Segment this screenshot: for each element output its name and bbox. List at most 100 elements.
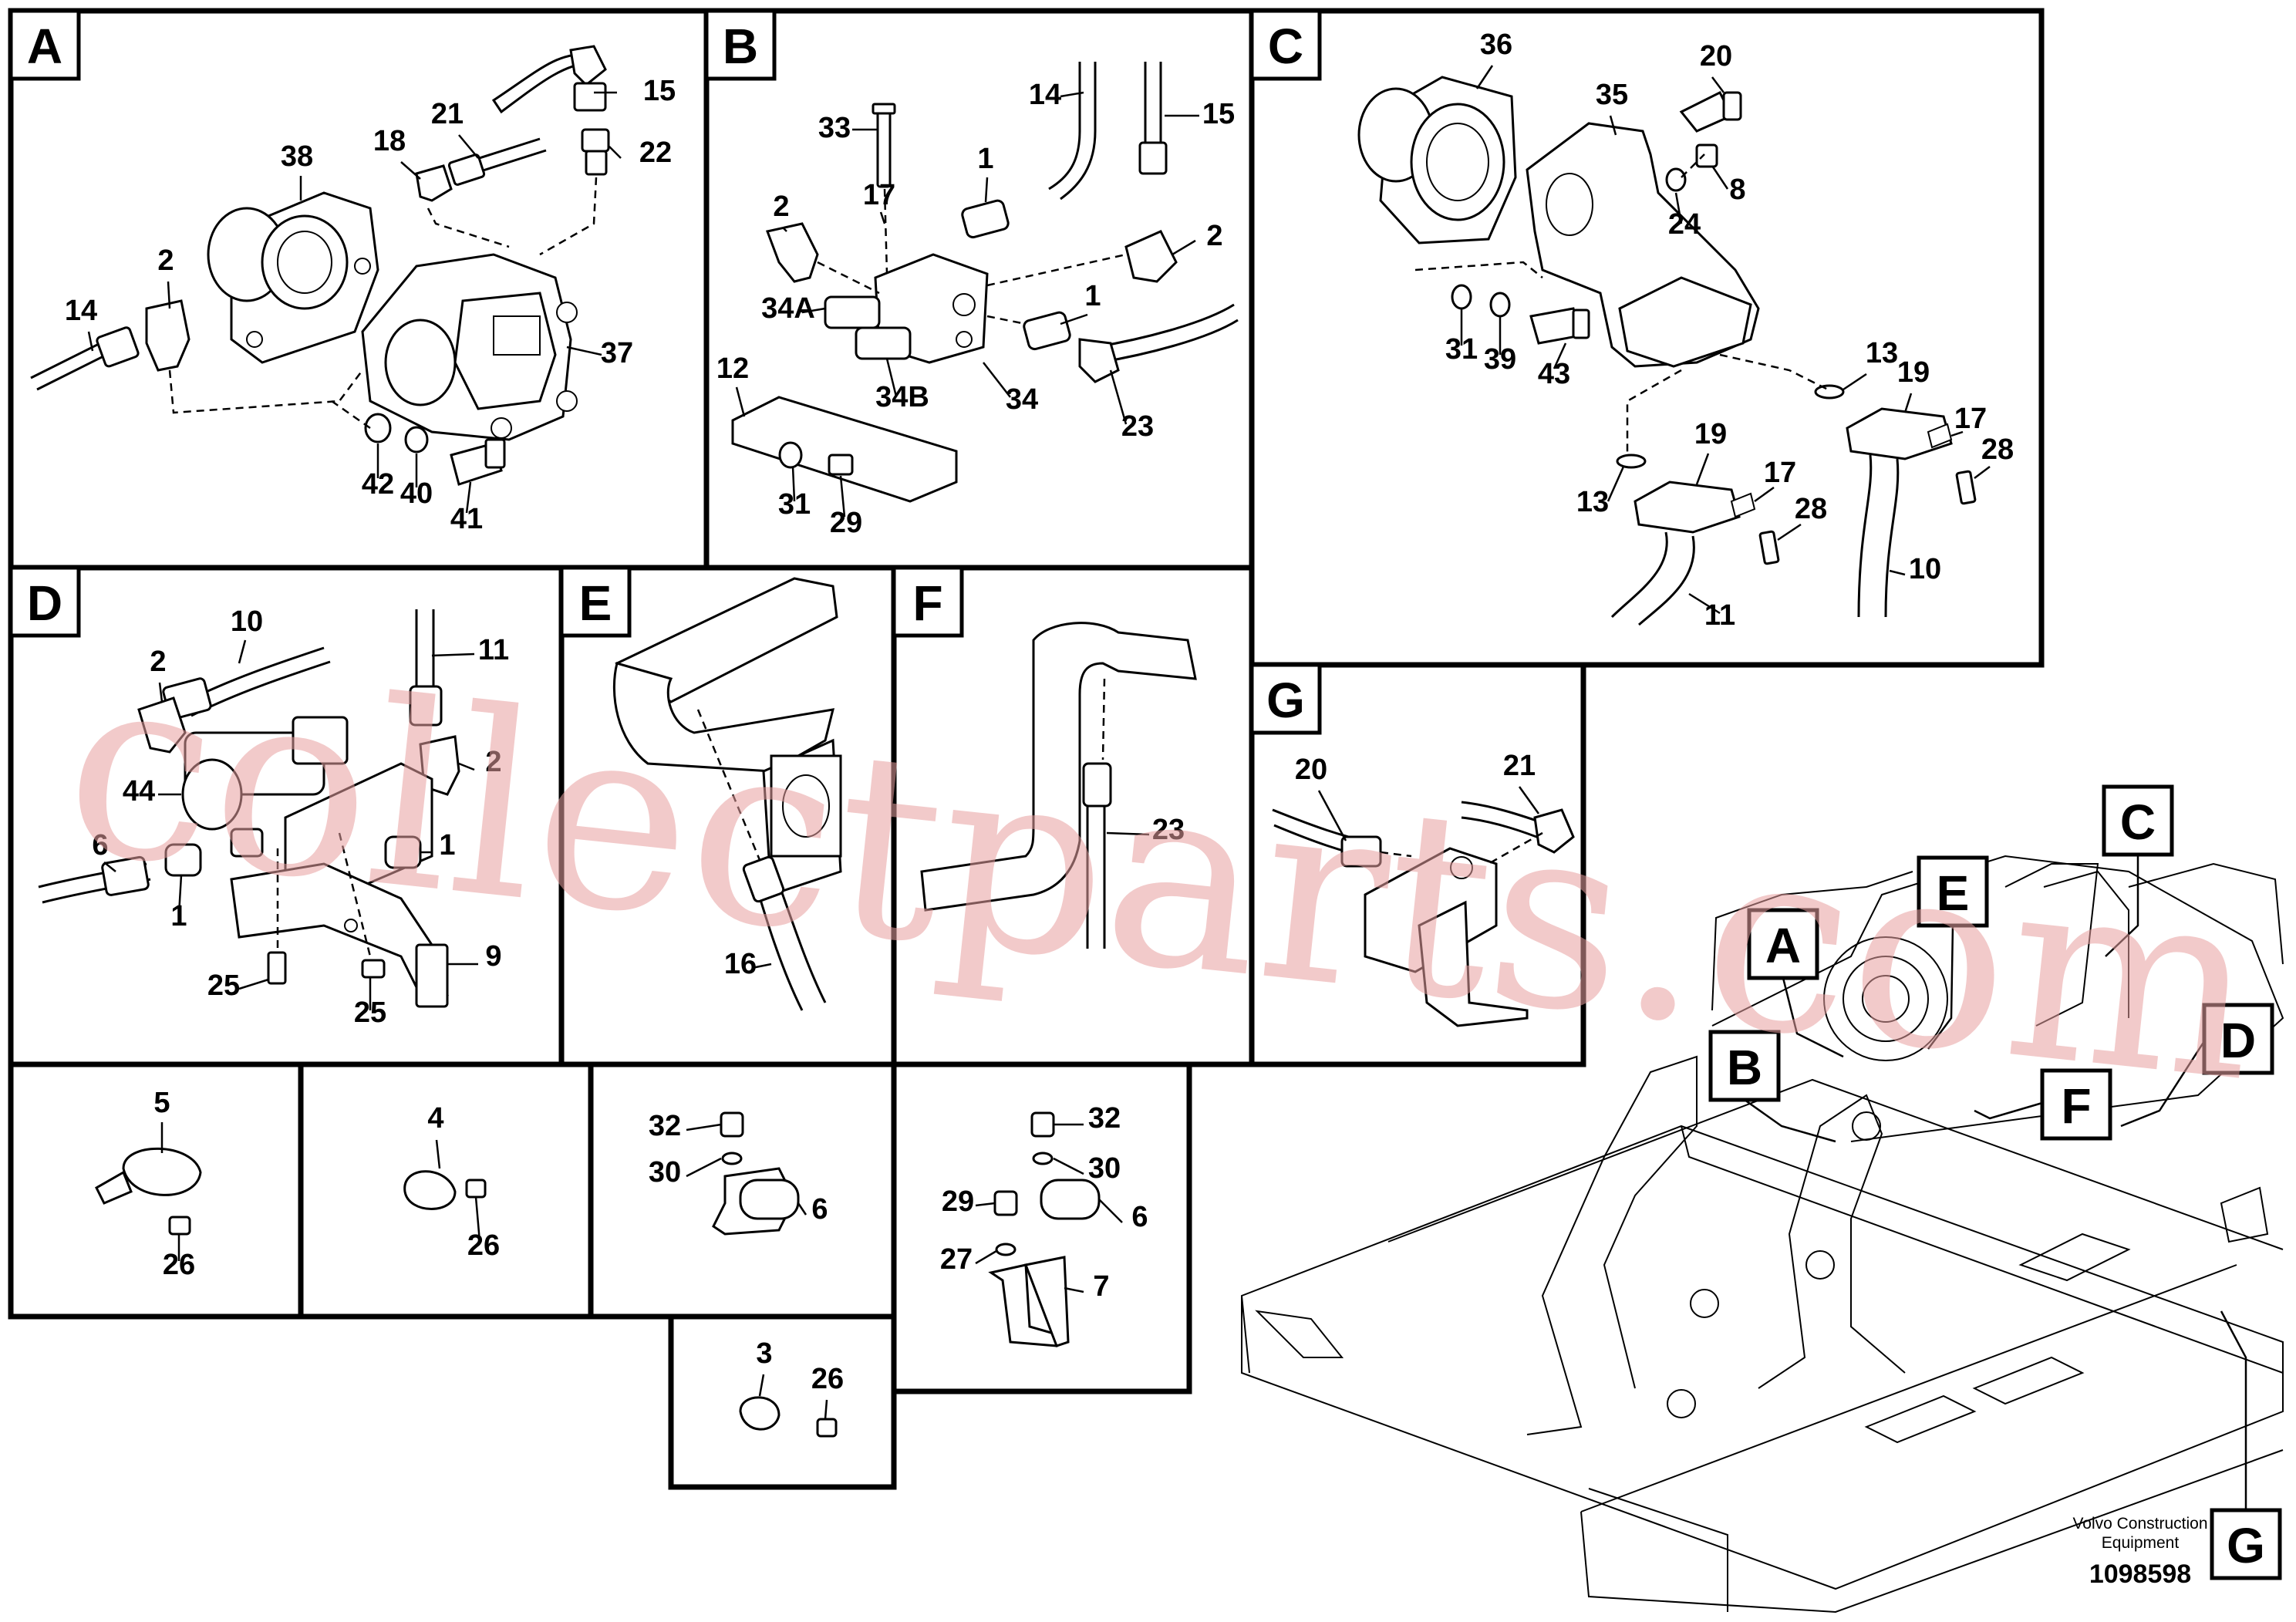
footer: Volvo Construction Equipment 1098598 bbox=[2072, 1515, 2207, 1589]
panel-e-tag: E bbox=[579, 575, 612, 631]
callout-number: 20 bbox=[1700, 40, 1732, 73]
callout-number: 1 bbox=[170, 900, 187, 932]
overview-tags: C E A B D F G bbox=[1708, 784, 2282, 1580]
callout-number: 20 bbox=[1295, 754, 1327, 786]
overview-e-tag: E bbox=[1937, 865, 1970, 921]
callout-number: 11 bbox=[478, 634, 509, 666]
brand-line-1: Volvo Construction bbox=[2072, 1515, 2207, 1533]
callout-leader bbox=[1475, 65, 1494, 89]
callout-number: 6 bbox=[92, 829, 108, 862]
callout-leader bbox=[566, 346, 602, 356]
callout-number: 24 bbox=[1668, 208, 1701, 241]
callout-number: 16 bbox=[724, 948, 757, 980]
panel-d-tag: D bbox=[27, 575, 62, 631]
overview-c-box bbox=[2102, 784, 2174, 857]
overview-f-tag: F bbox=[2061, 1078, 2091, 1134]
callout-leader bbox=[797, 1202, 807, 1216]
callout-number: 34 bbox=[1006, 383, 1038, 416]
overview-d-tag: D bbox=[2220, 1013, 2256, 1068]
callout-leader bbox=[1607, 466, 1625, 502]
callout-leader bbox=[238, 639, 247, 664]
callout-number: 30 bbox=[1088, 1152, 1121, 1185]
callout-number: 25 bbox=[207, 969, 240, 1002]
callout-number: 30 bbox=[649, 1156, 681, 1189]
callout-leader bbox=[1711, 165, 1729, 190]
callout-leader bbox=[885, 358, 898, 397]
callout-leader bbox=[1609, 115, 1617, 136]
callout-leader bbox=[975, 1249, 997, 1265]
callout-number: 12 bbox=[716, 352, 749, 385]
callout-number: 38 bbox=[281, 140, 313, 173]
callout-number: 14 bbox=[1029, 79, 1061, 111]
panel-a-tag: A bbox=[27, 19, 62, 74]
callout-number: 19 bbox=[1694, 418, 1727, 450]
callout-number: 2 bbox=[157, 244, 174, 277]
callout-number: 2 bbox=[150, 646, 166, 678]
callout-leader bbox=[1317, 790, 1347, 841]
callout-number: 10 bbox=[1909, 553, 1941, 585]
callout-number: 31 bbox=[1445, 333, 1478, 366]
callout-leader bbox=[1777, 523, 1802, 541]
callout-number: 4 bbox=[427, 1102, 443, 1135]
overview-b-box bbox=[1708, 1030, 1781, 1102]
callout-number: 5 bbox=[153, 1087, 170, 1119]
document-number: 1098598 bbox=[2089, 1560, 2191, 1589]
callout-number: 3 bbox=[756, 1337, 772, 1370]
callout-number: 2 bbox=[773, 191, 789, 223]
callout-leader bbox=[458, 134, 479, 159]
panel-b-drawing bbox=[731, 62, 1239, 503]
callout-leader bbox=[1064, 1286, 1084, 1293]
callout-number: 15 bbox=[643, 75, 676, 107]
callout-number: 29 bbox=[830, 507, 862, 539]
callout-number: 19 bbox=[1897, 356, 1930, 389]
callout-number: 6 bbox=[1131, 1201, 1148, 1233]
callout-number: 26 bbox=[811, 1363, 844, 1395]
callout-leader bbox=[686, 1123, 722, 1131]
callout-leader bbox=[782, 227, 787, 232]
callout-leader bbox=[474, 1196, 481, 1243]
callout-number: 6 bbox=[811, 1193, 828, 1226]
callout-number: 2 bbox=[485, 746, 501, 778]
panel-g-drawing bbox=[1272, 801, 1575, 1027]
panel-g-tag-box bbox=[1249, 663, 1322, 735]
overview-a-box bbox=[1747, 908, 1819, 980]
callout-number: 2 bbox=[1206, 220, 1222, 252]
callout-leader bbox=[1674, 192, 1683, 224]
panel-f-tag-box bbox=[892, 565, 964, 638]
callout-number: 34B bbox=[875, 381, 929, 413]
callout-leader bbox=[686, 1157, 722, 1178]
callout-number: 42 bbox=[362, 468, 394, 501]
callout-number: 15 bbox=[1202, 98, 1235, 130]
callout-leader bbox=[1843, 373, 1867, 391]
callout-number: 7 bbox=[1093, 1270, 1109, 1303]
overview-a-tag: A bbox=[1765, 918, 1801, 973]
callout-leader bbox=[1553, 342, 1567, 369]
panel-b-tag: B bbox=[723, 19, 758, 74]
callout-number: 17 bbox=[1764, 457, 1796, 489]
callout-leader bbox=[801, 307, 826, 314]
panel-f-tag: F bbox=[912, 575, 942, 631]
clamp-details-drawing bbox=[95, 1111, 1101, 1438]
panel-d-drawing bbox=[38, 609, 460, 1008]
clamp-3-frame bbox=[668, 1313, 897, 1490]
callout-number: 17 bbox=[863, 179, 895, 211]
panel-c-drawing bbox=[1357, 76, 1977, 626]
callout-leader bbox=[167, 281, 171, 309]
overview-g-tag: G bbox=[2227, 1518, 2265, 1573]
callout-leader bbox=[400, 161, 421, 180]
callout-leader bbox=[1903, 393, 1913, 413]
callout-leader bbox=[735, 386, 746, 417]
callout-leader bbox=[1518, 786, 1540, 814]
callout-number: 29 bbox=[942, 1185, 974, 1218]
callout-leader bbox=[1711, 76, 1725, 93]
callout-number: 1 bbox=[977, 143, 993, 175]
callout-leader bbox=[1889, 569, 1906, 576]
callout-number: 39 bbox=[1484, 343, 1516, 376]
callout-leader bbox=[1950, 430, 1964, 437]
callout-number: 8 bbox=[1729, 174, 1745, 206]
overview-c-tag: C bbox=[2120, 794, 2156, 850]
callout-number: 14 bbox=[65, 295, 97, 327]
panel-c-tag-box bbox=[1249, 8, 1322, 81]
